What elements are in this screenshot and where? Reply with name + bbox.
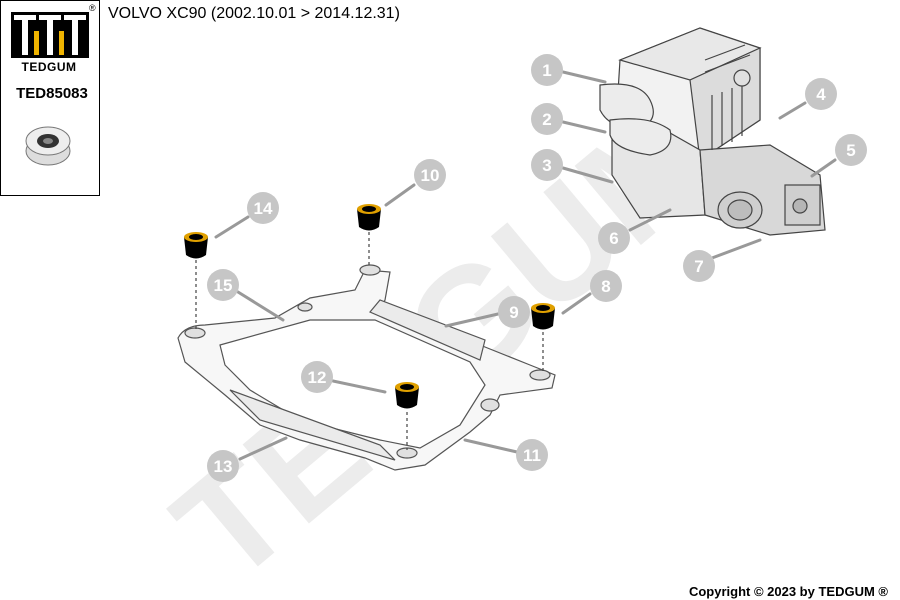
leader-lines [214,70,837,461]
callout-8: 8 [590,270,622,302]
callout-6: 6 [598,222,630,254]
logo-box: ® TEDGUM TED85083 [0,0,100,196]
svg-text:3: 3 [542,156,551,175]
callout-14: 14 [247,192,279,224]
svg-text:4: 4 [816,85,826,104]
svg-text:11: 11 [523,446,541,465]
svg-text:14: 14 [254,199,273,218]
copyright-notice: Copyright © 2023 by TEDGUM ® [688,584,888,599]
svg-text:10: 10 [421,166,440,185]
svg-text:9: 9 [509,303,518,322]
callout-7: 7 [683,250,715,282]
callout-5: 5 [835,134,867,166]
svg-text:8: 8 [601,277,610,296]
callout-4: 4 [805,78,837,110]
bushing-part-12 [395,382,419,409]
bushing-part-8 [531,303,555,330]
part-number: TED85083 [16,85,88,102]
svg-text:5: 5 [846,141,855,160]
callout-1: 1 [531,54,563,86]
registered-mark: ® [89,3,96,13]
callout-10: 10 [414,159,446,191]
svg-text:15: 15 [214,276,233,295]
brand-name: TEDGUM [21,60,77,74]
engine-illustration [599,27,826,236]
callout-15: 15 [207,269,239,301]
svg-text:13: 13 [214,457,233,476]
callout-11: 11 [516,439,548,471]
alignment-lines [195,232,544,450]
vehicle-title: VOLVO XC90 (2002.10.01 > 2014.12.31) [108,5,400,22]
callout-9: 9 [498,296,530,328]
callout-12: 12 [301,361,333,393]
bushing-part-14 [184,232,208,259]
svg-text:2: 2 [542,110,551,129]
svg-text:12: 12 [308,368,327,387]
svg-text:1: 1 [542,61,551,80]
callout-13: 13 [207,450,239,482]
bushing-part-10 [357,204,381,231]
callout-3: 3 [531,149,563,181]
tedgum-logo-icon [11,12,89,58]
callouts: 1 2 3 4 5 6 7 8 9 10 11 12 13 14 15 [207,54,867,482]
callout-2: 2 [531,103,563,135]
svg-text:6: 6 [609,229,618,248]
svg-text:7: 7 [694,257,703,276]
bushing-thumbnail-icon [25,126,71,166]
